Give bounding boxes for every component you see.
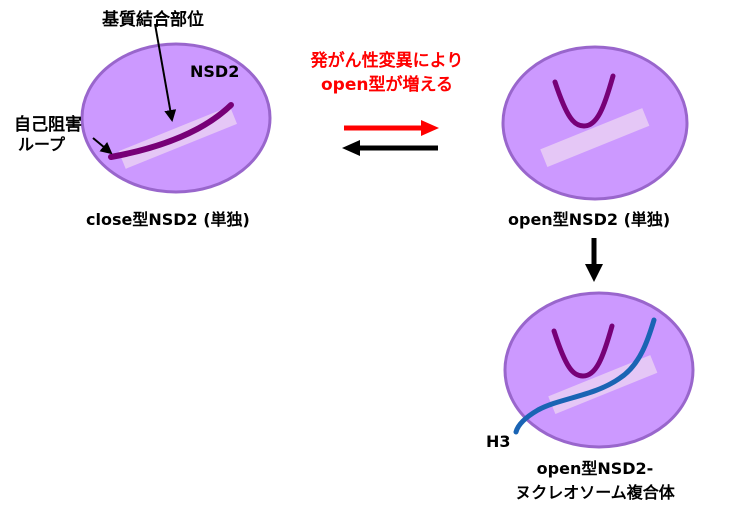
- open-substrate-site-bar: [540, 108, 650, 167]
- autoinhibitory-label-line2: ループ: [18, 135, 66, 154]
- h3-label: H3: [486, 432, 511, 451]
- substrate-site-label: 基質結合部位: [102, 10, 204, 30]
- nsd2-label: NSD2: [190, 62, 240, 81]
- autoinhibitory-loop-pointer: [92, 137, 113, 155]
- equilibrium-arrows: [342, 120, 439, 156]
- complex-protein: [503, 291, 695, 449]
- complex-caption-line2: ヌクレオソーム複合体: [515, 483, 675, 502]
- complex-caption-line1: open型NSD2-: [536, 459, 654, 478]
- open-form-caption: open型NSD2 (単独): [508, 210, 671, 229]
- close-form-caption: close型NSD2 (単独): [86, 210, 250, 229]
- open-nsd2-protein: [501, 45, 689, 201]
- close-nsd2-protein: [80, 42, 272, 194]
- open-autoinhibitory-loop: [552, 73, 616, 129]
- autoinhibitory-label-line1: 自己阻害: [14, 115, 82, 135]
- close-autoinhibitory-loop: [108, 102, 234, 160]
- complex-nsd2-body: [503, 291, 695, 449]
- forward-arrow-head: [421, 120, 439, 136]
- mutation-label-line1: 発がん性変異により: [310, 51, 464, 71]
- complex-autoinhibitory-loop: [551, 323, 615, 379]
- down-arrow: [585, 238, 603, 282]
- reverse-arrow-head: [342, 140, 360, 156]
- close-nsd2-body: [80, 42, 272, 194]
- mutation-label-line2: open型が増える: [321, 75, 453, 95]
- h3-tail: [513, 317, 657, 435]
- down-arrow-head: [585, 264, 603, 282]
- substrate-site-pointer: [154, 23, 177, 122]
